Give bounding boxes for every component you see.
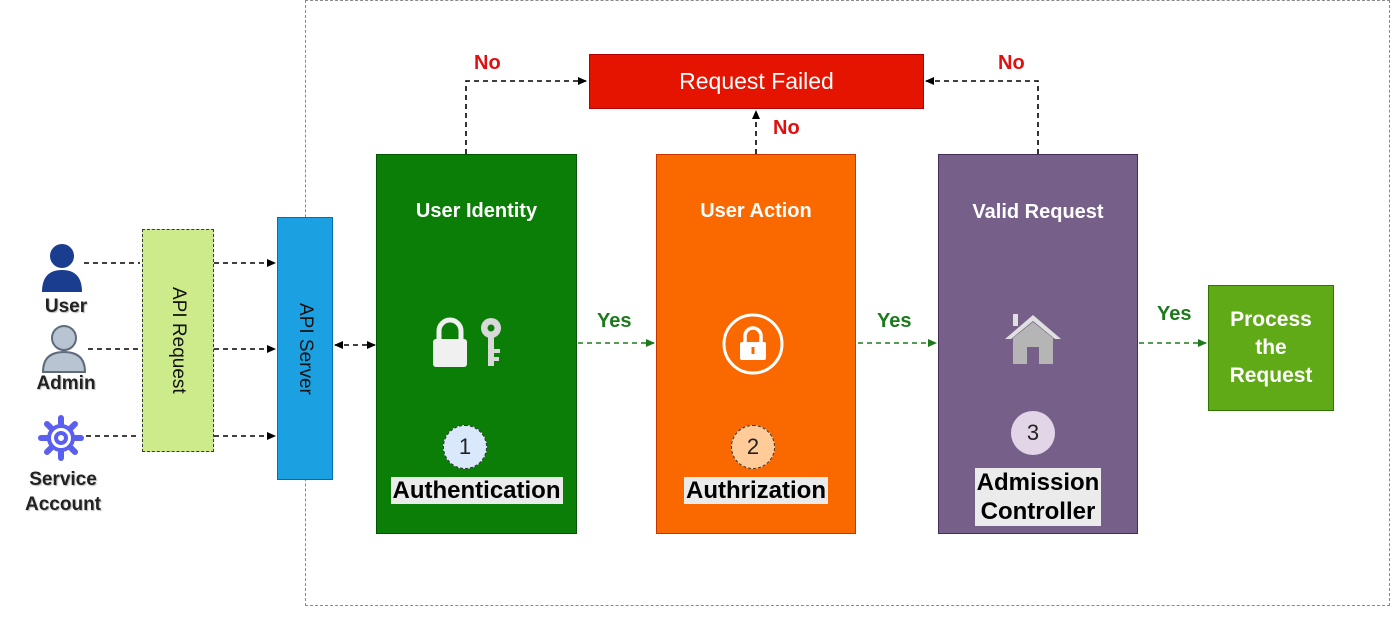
user-icon: [42, 244, 82, 292]
no-label-authz: No: [773, 117, 800, 139]
authentication-step: User Identity 1 Authentication: [376, 154, 577, 534]
actor-service-account-label: Service Account: [25, 469, 101, 515]
admin-icon: [41, 325, 87, 373]
house-icon: [1005, 314, 1061, 364]
api-server-box: API Server: [277, 217, 333, 480]
yes-label-authz: Yes: [877, 310, 912, 332]
process-request-label: Process the Request: [1229, 308, 1313, 387]
process-request-box: Process the Request: [1208, 285, 1334, 411]
no-label-admission: No: [998, 52, 1025, 74]
request-failed-box: Request Failed: [589, 54, 924, 109]
step-2-number: 2: [731, 425, 775, 469]
step-1-label-wrap: Authentication: [377, 476, 576, 505]
step-3-label: Admission Controller: [974, 468, 1102, 526]
step-3-label-wrap: Admission Controller: [939, 468, 1137, 531]
api-request-label: API Request: [168, 287, 189, 394]
step-2-title: User Action: [700, 200, 812, 222]
step-2-label: Authrization: [684, 477, 828, 504]
step-1-number: 1: [443, 425, 487, 469]
step-3-title: Valid Request: [972, 201, 1104, 223]
request-failed-label: Request Failed: [679, 68, 834, 94]
step-1-title: User Identity: [415, 200, 538, 222]
actor-admin-label: Admin: [36, 373, 96, 394]
authorization-step: User Action 2 Authrization: [656, 154, 856, 534]
gear-icon: [38, 415, 84, 461]
step-2-label-wrap: Authrization: [657, 476, 855, 505]
auth-fail-arrow: [465, 77, 587, 154]
lock-circle-icon: [722, 313, 784, 375]
step-3-number: 3: [1011, 411, 1055, 455]
yes-label-auth: Yes: [597, 310, 632, 332]
padlock-key-icon: [433, 317, 501, 367]
step-1-label: Authentication: [390, 477, 563, 504]
admission-fail-arrow: [925, 77, 1039, 154]
yes-label-admission: Yes: [1157, 303, 1192, 325]
api-request-box: API Request: [142, 229, 214, 452]
actor-user-label: User: [44, 296, 88, 317]
no-label-auth: No: [474, 52, 501, 74]
api-server-label: API Server: [295, 302, 316, 395]
admission-step: Valid Request 3 Admission Controller: [938, 154, 1138, 534]
